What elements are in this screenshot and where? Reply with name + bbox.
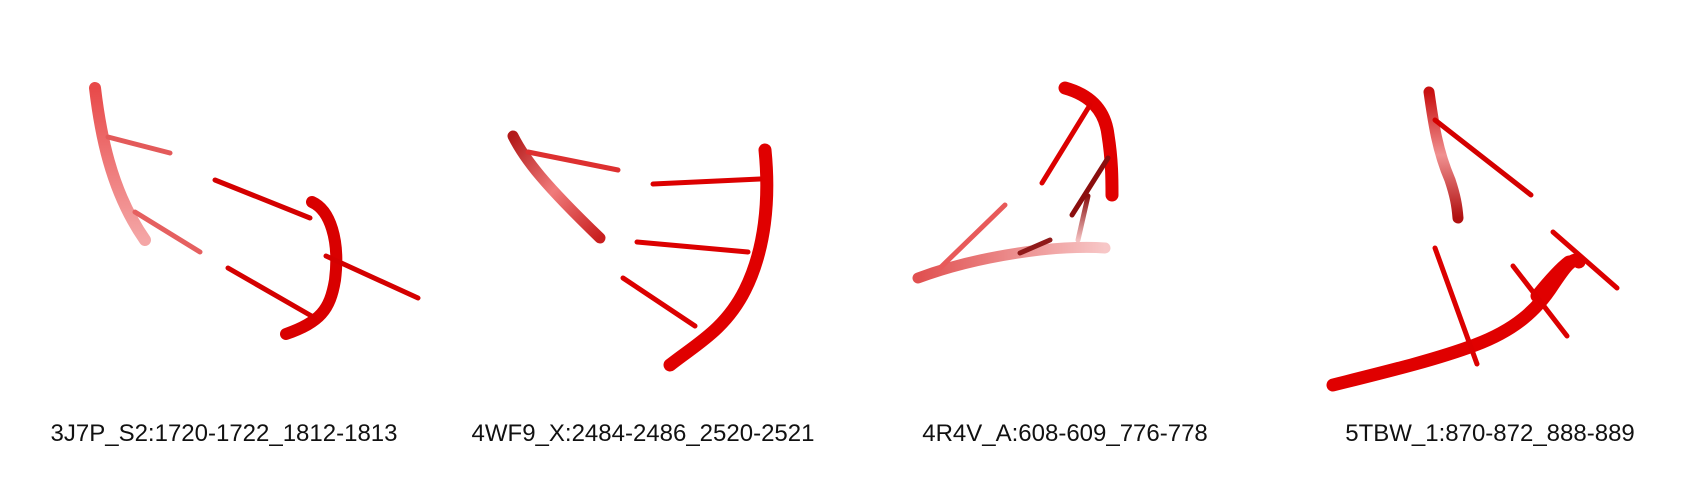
- backbone-strand-faded: [89, 82, 151, 246]
- structure-label-2: 4WF9_X:2484-2486_2520-2521: [471, 420, 815, 447]
- base-stick: [1069, 155, 1111, 218]
- structure-label-3: 4R4V_A:608-609_776-778: [922, 420, 1208, 447]
- backbone-strand: [663, 143, 774, 372]
- backbone-strand-faded: [507, 130, 606, 244]
- structure-panel-2: 4WF9_X:2484-2486_2520-2521: [425, 0, 850, 480]
- backbone-strand: [1058, 81, 1119, 202]
- structure-panel-3: 4R4V_A:608-609_776-778: [850, 0, 1275, 480]
- base-stick: [1432, 117, 1534, 198]
- backbone-strand-faded: [912, 241, 1111, 284]
- rna-cartoon-3: [912, 81, 1119, 284]
- base-stick: [634, 239, 751, 255]
- base-stick: [1075, 193, 1091, 243]
- base-stick: [1510, 263, 1570, 339]
- base-stick: [1017, 237, 1053, 256]
- backbone-strand-faded: [1423, 86, 1464, 224]
- rna-cartoon-4: [1326, 86, 1620, 392]
- backbone-strand-end: [1530, 255, 1576, 303]
- base-stick: [105, 134, 173, 156]
- base-stick: [132, 209, 203, 255]
- backbone-strand: [1326, 253, 1586, 392]
- structure-label-1: 3J7P_S2:1720-1722_1812-1813: [50, 420, 398, 447]
- base-stick: [650, 176, 763, 187]
- base-stick: [212, 177, 313, 221]
- structure-label-4: 5TBW_1:870-872_888-889: [1345, 420, 1635, 447]
- structure-panel-4: 5TBW_1:870-872_888-889: [1275, 0, 1700, 480]
- structure-panel-1: 3J7P_S2:1720-1722_1812-1813: [0, 0, 425, 480]
- base-stick: [323, 253, 421, 301]
- base-stick: [525, 149, 621, 173]
- base-stick: [1550, 229, 1620, 291]
- rna-cartoon-1: [89, 82, 421, 340]
- rna-cartoon-2: [507, 130, 774, 372]
- base-stick: [1432, 245, 1480, 367]
- base-stick: [620, 275, 698, 329]
- base-stick: [1039, 102, 1093, 186]
- base-stick: [225, 265, 318, 321]
- backbone-strand: [280, 196, 343, 340]
- base-stick: [937, 202, 1008, 271]
